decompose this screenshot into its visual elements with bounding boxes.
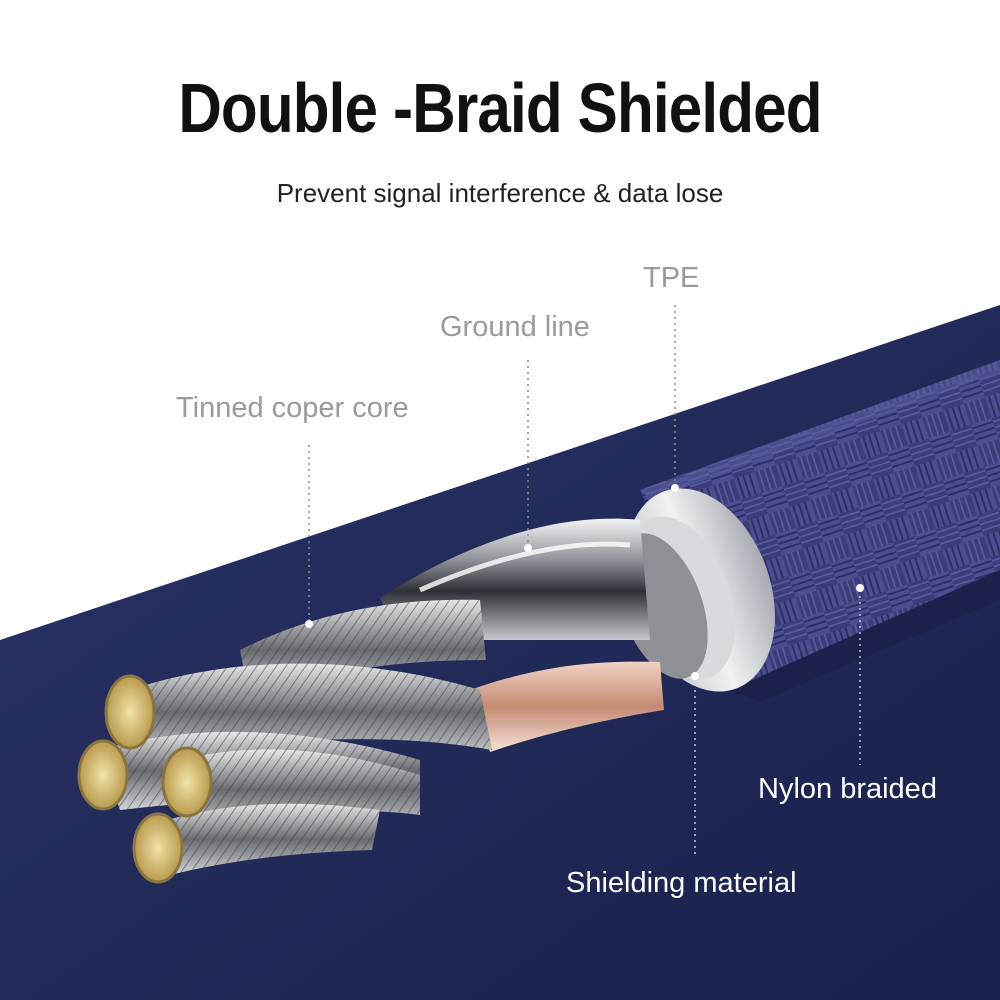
wire-tip	[132, 812, 184, 884]
wire-tip	[77, 739, 129, 811]
callout-lines	[308, 305, 861, 858]
label-shielding-material: Shielding material	[566, 867, 797, 899]
page-title: Double -Braid Shielded	[178, 69, 822, 147]
page-subtitle: Prevent signal interference & data lose	[276, 178, 724, 208]
wire-tip	[161, 746, 213, 818]
label-tpe: TPE	[643, 262, 700, 294]
callout-dots	[305, 484, 864, 680]
label-tinned-copper-core: Tinned coper core	[176, 392, 409, 424]
wire-tip	[104, 674, 156, 750]
tinned-wires	[77, 599, 492, 884]
copper-conductor	[470, 661, 664, 752]
label-nylon-braided: Nylon braided	[758, 773, 937, 805]
label-ground-line: Ground line	[440, 311, 590, 343]
